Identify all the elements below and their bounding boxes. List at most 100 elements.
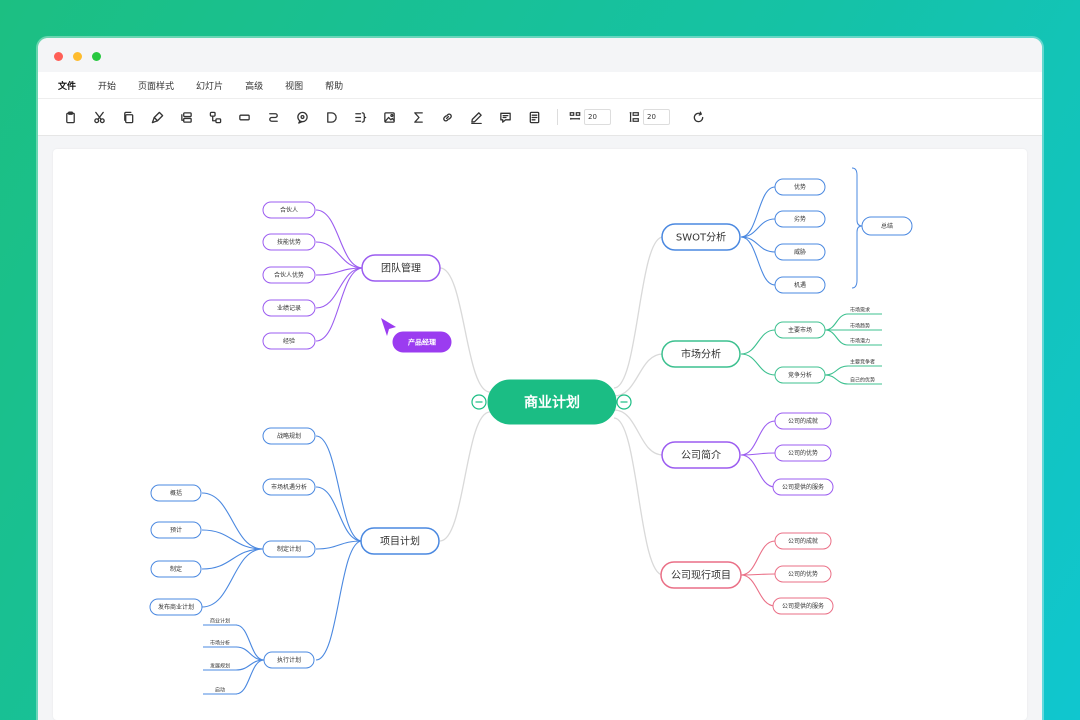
summary-button[interactable] bbox=[346, 105, 375, 129]
connector-line bbox=[613, 417, 664, 576]
project-child-topic[interactable]: 执行计划 bbox=[263, 651, 315, 669]
collapse-right-button[interactable] bbox=[616, 394, 632, 410]
image-icon bbox=[384, 111, 395, 123]
menu-page-style[interactable]: 页面样式 bbox=[138, 81, 175, 92]
market-leaf-topic[interactable]: 主要竞争者 bbox=[848, 359, 882, 367]
connector-line bbox=[235, 646, 265, 661]
plan-child-topic[interactable]: 制定 bbox=[150, 560, 202, 578]
relationship-button[interactable] bbox=[259, 105, 288, 129]
swot-child-topic[interactable]: 机遇 bbox=[774, 276, 826, 294]
menu-help[interactable]: 帮助 bbox=[325, 81, 344, 92]
plan-child-topic[interactable]: 预计 bbox=[150, 521, 202, 539]
connector-line bbox=[315, 540, 363, 550]
connector-line bbox=[201, 548, 264, 570]
horizontal-spacing-input[interactable] bbox=[584, 109, 611, 125]
cut-button[interactable] bbox=[85, 105, 114, 129]
topic-label: 市场趋势 bbox=[850, 323, 870, 330]
team-child-topic[interactable]: 经验 bbox=[262, 332, 316, 350]
project-plan-topic[interactable]: 项目计划 bbox=[360, 527, 440, 555]
outline-button[interactable] bbox=[520, 105, 549, 129]
copy-button[interactable] bbox=[114, 105, 143, 129]
menu-view[interactable]: 视图 bbox=[285, 81, 304, 92]
team-management-topic[interactable]: 团队管理 bbox=[361, 254, 441, 282]
project-child-topic[interactable]: 战略规划 bbox=[262, 427, 316, 445]
topic-label: 自己的优势 bbox=[850, 377, 875, 384]
insert-child-topic-button[interactable] bbox=[172, 105, 201, 129]
exec-child-topic[interactable]: 启动 bbox=[203, 687, 237, 695]
insert-formula-button[interactable] bbox=[404, 105, 433, 129]
exec-child-topic[interactable]: 商业计划 bbox=[203, 618, 237, 626]
intro-child-topic[interactable]: 公司的成就 bbox=[774, 412, 832, 430]
topic-shape bbox=[772, 478, 834, 496]
plan-child-topic[interactable]: 发布商业计划 bbox=[149, 598, 203, 616]
exec-child-topic[interactable]: 发展规划 bbox=[203, 663, 237, 671]
minimize-window-button[interactable] bbox=[73, 52, 82, 61]
topic-label: 机遇 bbox=[794, 281, 806, 289]
swot-child-topic[interactable]: 劣势 bbox=[774, 210, 826, 228]
insert-sibling-topic-button[interactable] bbox=[201, 105, 230, 129]
intro-child-topic[interactable]: 公司提供的服务 bbox=[772, 478, 834, 496]
insert-image-button[interactable] bbox=[375, 105, 404, 129]
company-intro-topic[interactable]: 公司简介 bbox=[661, 441, 741, 469]
mindmap-canvas[interactable]: 合伙人技能优势合伙人优势业绩记录经验 团队管理产品经理战略规划市场机遇分析制定计划… bbox=[53, 149, 1027, 720]
market-leaf-topic[interactable]: 市场潜力 bbox=[848, 338, 882, 346]
refresh-layout-button[interactable] bbox=[684, 105, 713, 129]
connector-line bbox=[315, 486, 363, 542]
market-analysis-topic[interactable]: 市场分析 bbox=[661, 340, 741, 368]
team-child-topic[interactable]: 技能优势 bbox=[262, 233, 316, 251]
topic-shape bbox=[262, 201, 316, 219]
topic-label: 产品经理 bbox=[408, 338, 436, 347]
current-projects-topic[interactable]: 公司现行项目 bbox=[660, 561, 742, 589]
team-child-topic[interactable]: 合伙人优势 bbox=[262, 266, 316, 284]
paste-button[interactable] bbox=[56, 105, 85, 129]
menu-slides[interactable]: 幻灯片 bbox=[196, 81, 224, 92]
plan-child-topic[interactable]: 概括 bbox=[150, 484, 202, 502]
pencil-icon bbox=[471, 111, 482, 124]
maximize-window-button[interactable] bbox=[92, 52, 101, 61]
close-window-button[interactable] bbox=[54, 52, 63, 61]
topic-shape bbox=[661, 441, 741, 469]
market-child-topic[interactable]: 竞争分析 bbox=[774, 366, 826, 384]
topic-shape bbox=[262, 233, 316, 251]
menu-start[interactable]: 开始 bbox=[98, 81, 117, 92]
topic-shape bbox=[262, 332, 316, 350]
collaborator-cursor-tag[interactable]: 产品经理 bbox=[392, 331, 452, 353]
project-child-topic[interactable]: 制定计划 bbox=[262, 540, 316, 558]
topic-label: 公司的成就 bbox=[788, 537, 818, 545]
menu-file[interactable]: 文件 bbox=[58, 81, 77, 92]
vertical-spacing-input[interactable] bbox=[643, 109, 670, 125]
sibling-topic-icon bbox=[209, 111, 222, 123]
topic-label: 主要市场 bbox=[788, 326, 812, 334]
refresh-icon bbox=[693, 110, 704, 122]
market-child-topic[interactable]: 主要市场 bbox=[774, 321, 826, 339]
boundary-button[interactable] bbox=[317, 105, 346, 129]
insert-topic-button[interactable] bbox=[230, 105, 259, 129]
current-project-child-topic[interactable]: 公司的优势 bbox=[774, 565, 832, 583]
team-child-topic[interactable]: 业绩记录 bbox=[262, 299, 316, 317]
exec-child-topic[interactable]: 市场分析 bbox=[203, 640, 237, 648]
swot-child-topic[interactable]: 威胁 bbox=[774, 243, 826, 261]
current-project-child-topic[interactable]: 公司的成就 bbox=[774, 532, 832, 550]
comment-button[interactable] bbox=[491, 105, 520, 129]
format-painter-button[interactable] bbox=[143, 105, 172, 129]
menu-advanced[interactable]: 高级 bbox=[245, 81, 264, 92]
market-leaf-topic[interactable]: 市场需求 bbox=[848, 307, 882, 315]
market-leaf-topic[interactable]: 自己的优势 bbox=[848, 377, 882, 385]
current-project-child-topic[interactable]: 公司提供的服务 bbox=[772, 597, 834, 615]
swot-analysis-topic[interactable]: SWOT分析 bbox=[661, 223, 741, 251]
swot-child-topic[interactable]: 优势 bbox=[774, 178, 826, 196]
note-button[interactable] bbox=[462, 105, 491, 129]
connector-line bbox=[740, 420, 776, 456]
intro-child-topic[interactable]: 公司的优势 bbox=[774, 444, 832, 462]
collapse-left-button[interactable] bbox=[471, 394, 487, 410]
topic-label: 战略规划 bbox=[277, 432, 301, 440]
central-topic[interactable]: 商业计划 bbox=[487, 379, 617, 425]
callout-button[interactable] bbox=[288, 105, 317, 129]
insert-link-button[interactable] bbox=[433, 105, 462, 129]
topic-shape bbox=[150, 560, 202, 578]
team-child-topic[interactable]: 合伙人 bbox=[262, 201, 316, 219]
market-leaf-topic[interactable]: 市场趋势 bbox=[848, 323, 882, 331]
swot-summary-topic[interactable]: 总结 bbox=[861, 216, 913, 236]
project-child-topic[interactable]: 市场机遇分析 bbox=[262, 478, 316, 496]
